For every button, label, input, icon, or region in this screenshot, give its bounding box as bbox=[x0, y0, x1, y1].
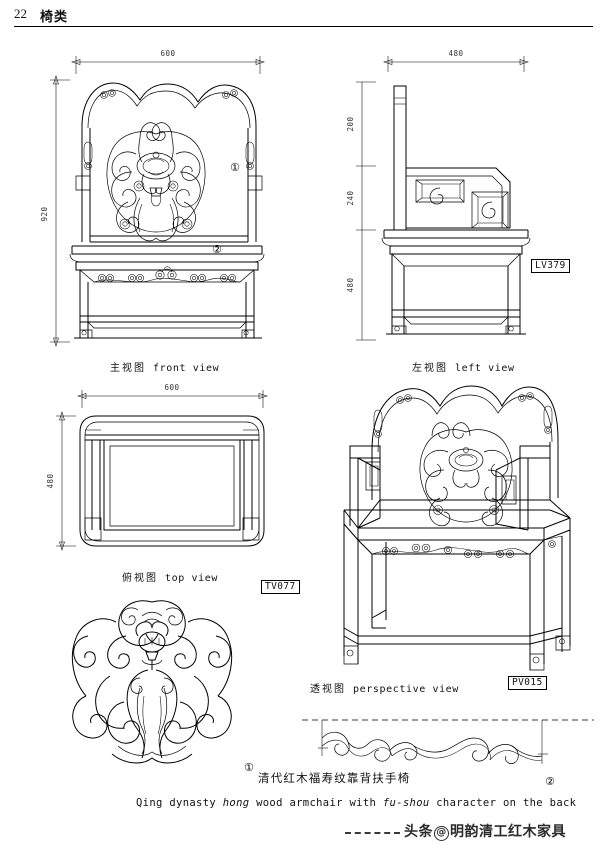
title-en-part3: character on the back bbox=[429, 797, 577, 809]
top-depth-value: 480 bbox=[46, 473, 55, 488]
perspective-view-caption-en: perspective view bbox=[353, 684, 459, 695]
top-depth-dimension bbox=[56, 411, 76, 551]
footer-watermark: 头条@明韵清工红木家具 bbox=[0, 818, 607, 848]
top-view-caption-en: top view bbox=[165, 573, 218, 584]
front-view-caption: 主视图 front view bbox=[110, 358, 219, 376]
left-height-dimensions bbox=[356, 81, 376, 341]
left-dim-top-value: 200 bbox=[346, 116, 355, 131]
persp-crest-rail bbox=[371, 385, 559, 453]
front-view-drawing: 600 920 bbox=[36, 42, 276, 352]
callout-apron: ② bbox=[212, 243, 222, 256]
detail-two-label: ② bbox=[545, 775, 555, 788]
front-height-dimension bbox=[50, 75, 70, 347]
top-width-value: 600 bbox=[164, 383, 179, 392]
front-back-posts bbox=[75, 89, 263, 242]
left-seat-frame bbox=[381, 229, 531, 255]
left-dim-middle-value: 240 bbox=[346, 190, 355, 205]
title-en-italic2: fu-shou bbox=[382, 797, 430, 809]
detail-two-drawing bbox=[298, 708, 598, 778]
persp-arms bbox=[349, 445, 551, 531]
persp-seat bbox=[343, 499, 571, 541]
callout-back-panel: ① bbox=[230, 161, 240, 174]
watermark-name: 明韵清工红木家具 bbox=[450, 824, 566, 840]
front-width-value: 600 bbox=[160, 49, 175, 58]
title-en-part2: wood armchair with bbox=[249, 797, 383, 809]
perspective-view-caption-cn: 透视图 bbox=[310, 684, 346, 695]
top-view-drawing: 600 480 bbox=[40, 378, 280, 563]
left-arm-fret-panel bbox=[406, 167, 511, 229]
perspective-view-caption: 透视图 perspective view bbox=[310, 679, 459, 697]
top-view-code: TV077 bbox=[261, 580, 300, 594]
top-view-caption: 俯视图 top view bbox=[122, 568, 218, 586]
left-view-code: LV379 bbox=[531, 259, 570, 273]
plate-title-cn: 清代红木福寿纹靠背扶手椅 bbox=[258, 771, 411, 785]
persp-apron bbox=[357, 535, 563, 558]
top-width-dimension bbox=[77, 390, 268, 408]
front-view-caption-cn: 主视图 bbox=[110, 363, 146, 374]
left-view-caption-en: left view bbox=[455, 363, 515, 374]
header-rule bbox=[14, 26, 593, 27]
page-number: 22 bbox=[14, 6, 27, 21]
front-fushou-carving bbox=[106, 122, 206, 242]
front-seat-frame bbox=[69, 245, 265, 271]
at-icon: @ bbox=[434, 826, 449, 841]
detail-one-drawing bbox=[52, 592, 252, 772]
watermark-text: 头条@明韵清工红木家具 bbox=[404, 821, 566, 841]
left-width-dimension bbox=[383, 56, 529, 72]
front-crest-rail bbox=[81, 82, 257, 129]
left-view-drawing: 480 200 240 480 bbox=[336, 42, 556, 352]
top-view-caption-cn: 俯视图 bbox=[122, 573, 158, 584]
left-legs bbox=[386, 253, 526, 335]
left-width-value: 480 bbox=[448, 49, 463, 58]
left-rear-post bbox=[393, 85, 407, 231]
title-en-italic1: hong bbox=[222, 797, 250, 809]
watermark-prefix: 头条 bbox=[404, 824, 433, 840]
left-dim-bottom-value: 480 bbox=[346, 277, 355, 292]
perspective-view-drawing bbox=[300, 378, 600, 678]
front-width-dimension bbox=[71, 56, 265, 74]
front-view-caption-en: front view bbox=[153, 363, 220, 374]
title-en-part1: Qing dynasty bbox=[136, 797, 223, 809]
watermark-dash-line bbox=[345, 832, 400, 834]
persp-legs bbox=[343, 524, 571, 671]
page-header: 22 椅类 bbox=[0, 0, 607, 34]
page-category: 椅类 bbox=[40, 10, 69, 25]
plate-title-en: Qing dynasty hong wood armchair with fu-… bbox=[136, 797, 576, 809]
front-height-value: 920 bbox=[40, 206, 49, 221]
detail-one-label: ① bbox=[244, 761, 254, 774]
perspective-view-code: PV015 bbox=[508, 676, 547, 690]
front-apron-carving bbox=[79, 266, 255, 283]
front-legs bbox=[74, 270, 262, 339]
left-view-caption-cn: 左视图 bbox=[412, 363, 448, 374]
left-view-caption: 左视图 left view bbox=[412, 358, 515, 376]
